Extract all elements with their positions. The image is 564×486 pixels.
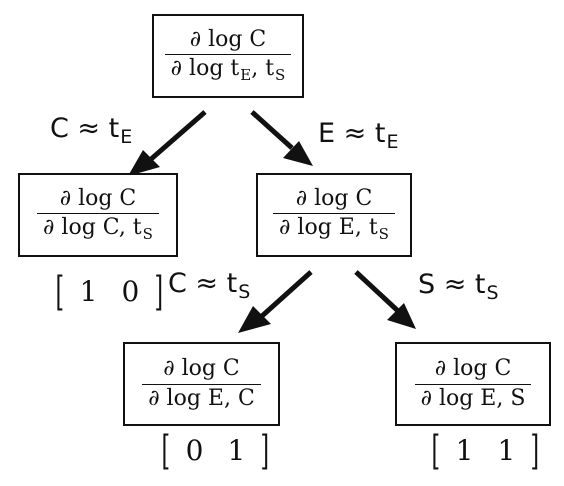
left-bracket: [ — [431, 428, 441, 474]
denominator: ∂ log tE, tS — [165, 55, 292, 84]
edge-label-text: C ≈ t — [168, 268, 238, 299]
denominator: ∂ log C, tS — [37, 214, 159, 243]
denominator: ∂ log E, tS — [273, 214, 395, 243]
edge-label-root-mid: E ≈ tE — [318, 120, 398, 152]
arrow-mid-lr — [354, 270, 416, 329]
fraction-bar — [164, 54, 292, 56]
edge-label-text: E ≈ t — [318, 118, 386, 149]
fraction-bar — [273, 213, 395, 215]
node-lr: ∂ log C ∂ log E, S — [395, 342, 551, 426]
den-subscript: S — [142, 225, 153, 244]
fraction-root: ∂ log C ∂ log tE, tS — [164, 27, 292, 84]
fraction-bar — [414, 383, 532, 385]
den-sep: , t — [251, 56, 275, 82]
arrow-mid-ll — [238, 270, 313, 333]
vector-entry: 1 — [79, 275, 98, 308]
edge-label-mid-lr: S ≈ tS — [418, 271, 499, 303]
den-main: ∂ log C, t — [43, 215, 142, 241]
arrow-root-left — [128, 110, 207, 176]
fraction-bar — [142, 383, 261, 385]
vector-entry: 1 — [455, 434, 474, 467]
numerator: ∂ log C — [434, 356, 512, 382]
edge-label-subscript: S — [486, 282, 499, 304]
numerator: ∂ log C — [163, 356, 240, 382]
den-subscript: S — [378, 225, 389, 244]
edge-label-subscript: S — [238, 281, 251, 303]
edge-label-subscript: E — [120, 126, 133, 148]
vector-entry: 1 — [497, 434, 516, 467]
left-bracket: [ — [161, 428, 171, 474]
left-bracket: [ — [55, 269, 65, 315]
numerator: ∂ log C — [295, 186, 373, 212]
right-bracket: ] — [530, 428, 540, 474]
vector-entry: 0 — [185, 434, 204, 467]
edge-label-root-left: C ≈ tE — [50, 115, 132, 147]
right-bracket: ] — [260, 428, 270, 474]
den-main: ∂ log t — [170, 56, 240, 82]
numerator: ∂ log C — [189, 27, 267, 53]
edge-label-mid-ll: C ≈ tS — [168, 270, 250, 302]
right-bracket: ] — [154, 269, 164, 315]
arrow-root-mid — [250, 110, 313, 166]
node-mid: ∂ log C ∂ log E, tS — [256, 173, 412, 257]
den-subscript-2: S — [275, 66, 286, 85]
node-left: ∂ log C ∂ log C, tS — [18, 173, 178, 257]
fraction-bar — [37, 213, 159, 215]
den-subscript: E — [240, 66, 252, 85]
fraction-left: ∂ log C ∂ log C, tS — [37, 186, 159, 243]
numerator: ∂ log C — [59, 186, 137, 212]
fraction-lr: ∂ log C ∂ log E, S — [414, 356, 532, 411]
denominator: ∂ log E, C — [148, 385, 255, 411]
edge-label-text: S ≈ t — [418, 269, 486, 300]
node-root: ∂ log C ∂ log tE, tS — [152, 14, 304, 98]
vector-entry: 1 — [227, 434, 246, 467]
denominator: ∂ log E, S — [420, 385, 526, 411]
fraction-mid: ∂ log C ∂ log E, tS — [273, 186, 395, 243]
den-main: ∂ log E, t — [279, 215, 378, 241]
edge-label-text: C ≈ t — [50, 113, 120, 144]
fraction-ll: ∂ log C ∂ log E, C — [142, 357, 261, 410]
node-ll: ∂ log C ∂ log E, C — [123, 342, 280, 426]
edge-label-subscript: E — [386, 131, 399, 153]
vector-entry: 0 — [121, 275, 140, 308]
